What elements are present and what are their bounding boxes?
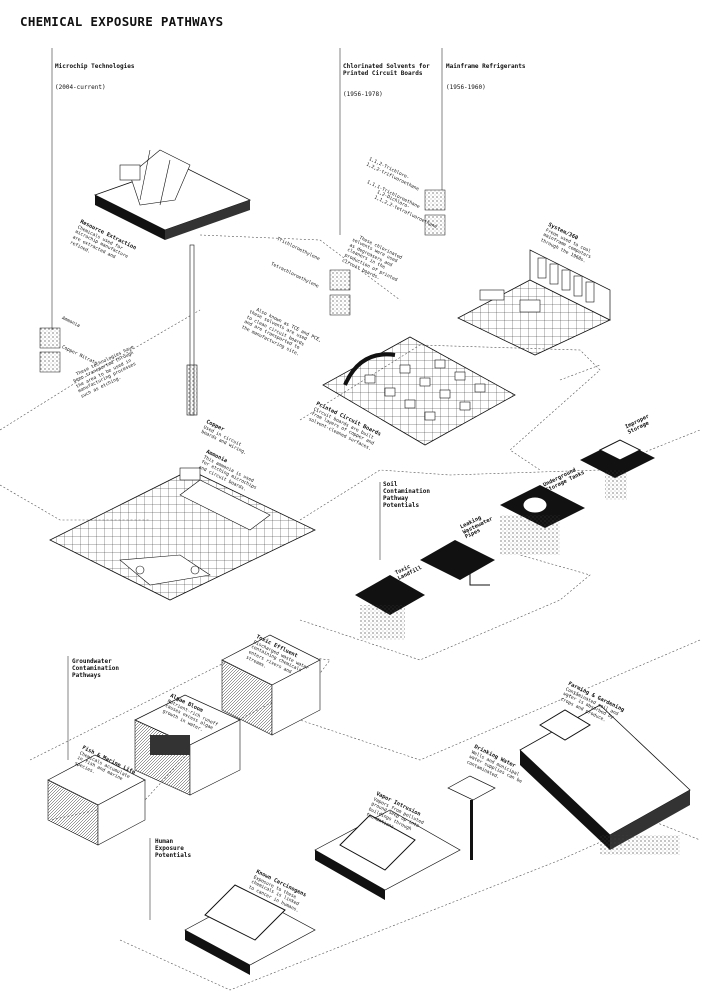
system360-room <box>457 249 611 356</box>
algae-bloom-block <box>134 694 241 796</box>
header-microchip: Microchip Technologies (2004-current) <box>55 49 134 98</box>
section-human-label: Human Exposure Potentials <box>155 838 192 859</box>
improper-storage-icon <box>580 439 655 500</box>
header-chlorinated-years: (1956-1978) <box>343 91 383 98</box>
toxic-landfill-icon <box>355 575 425 640</box>
section-soil: Soil Contamination Pathway Potentials <box>383 481 430 509</box>
section-groundwater-label: Groundwater Contamination Pathways <box>72 658 119 679</box>
improper-storage-title: Improper Storage <box>624 413 651 436</box>
header-chlorinated: Chlorinated Solvents for Printed Circuit… <box>343 49 430 105</box>
toxic-effluent-block <box>221 634 321 736</box>
farming-platform <box>519 704 691 855</box>
header-chlorinated-name: Chlorinated Solvents for Printed Circuit… <box>343 63 430 77</box>
toxic-landfill-title: Toxic Landfill <box>394 564 423 582</box>
header-microchip-years: (2004-current) <box>55 84 106 91</box>
header-microchip-name: Microchip Technologies <box>55 63 135 70</box>
resource-extraction-platform <box>93 149 252 416</box>
copper-plant-platform <box>49 467 316 601</box>
chemical-tiles <box>39 189 446 373</box>
section-soil-label: Soil Contamination Pathway Potentials <box>383 481 430 509</box>
header-mainframe-years: (1956-1960) <box>446 84 486 91</box>
underground-tanks-icon <box>500 485 585 555</box>
page-title: CHEMICAL EXPOSURE PATHWAYS <box>20 14 224 29</box>
pcb-platform <box>322 336 516 446</box>
fish-marine-block <box>47 754 146 846</box>
header-mainframe: Mainframe Refrigerants (1956-1960) <box>446 49 525 98</box>
section-human: Human Exposure Potentials <box>155 838 191 859</box>
leaking-pipes-icon <box>420 540 495 586</box>
drinking-water-well <box>447 775 496 860</box>
header-mainframe-name: Mainframe Refrigerants <box>446 63 526 70</box>
known-carcinogens-house <box>184 884 316 975</box>
vapor-intrusion-house <box>314 809 461 900</box>
section-groundwater: Groundwater Contamination Pathways <box>72 658 119 679</box>
